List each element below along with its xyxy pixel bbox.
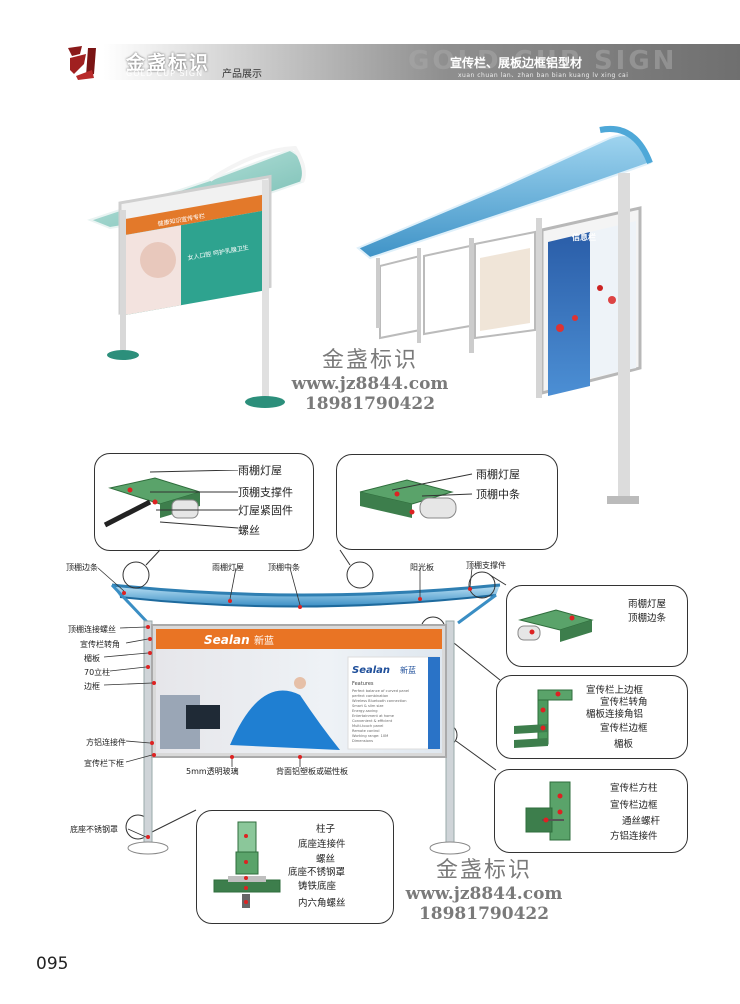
- poster-line-8: Remote control: [352, 729, 379, 733]
- header-watermark: GOLD CUP SIGN: [408, 46, 678, 76]
- callout-r2-label-1: 宣传栏转角: [600, 697, 648, 708]
- callout-tl-label-3: 螺丝: [238, 524, 260, 537]
- product-title: 宣传栏、展板边框铝型材: [450, 56, 583, 70]
- callout-tl-label-0: 雨棚灯屋: [238, 464, 282, 477]
- roof-label-4: 顶棚支撑件: [466, 561, 506, 570]
- watermark-top: 金盏标识 www.jz8844.com 18981790422: [291, 348, 449, 414]
- large-info-board-illustration: 信息栏: [356, 126, 653, 504]
- callout-b-label-5: 内六角螺丝: [298, 898, 346, 909]
- roof-label-1: 雨棚灯屋: [212, 563, 244, 572]
- callout-r3-label-1: 宣传栏边框: [610, 800, 658, 811]
- callout-r2-label-0: 宣传栏上边框: [586, 685, 644, 696]
- poster-line-5: Entertainment at home: [352, 714, 395, 718]
- roof-middle-part-icon: [359, 479, 457, 519]
- header-bar: [0, 44, 740, 80]
- callout-roof-support: [94, 453, 314, 551]
- callout-r1-label-1: 顶棚边条: [628, 613, 667, 624]
- base-part-icon: [213, 821, 281, 908]
- callout-r3-label-0: 宣传栏方柱: [610, 783, 658, 794]
- page-number: 095: [36, 954, 69, 974]
- callout-tl-label-2: 灯屋紧固件: [238, 504, 293, 517]
- diagram-brand-en: Sealan: [204, 633, 250, 647]
- poster-line-2: Wireless Bluetooth connection: [352, 699, 407, 703]
- brand-name-cn: 金盏标识: [126, 52, 211, 74]
- callout-b-label-1: 底座连接件: [298, 839, 346, 850]
- left-label-7: 底座不锈钢罩: [70, 825, 118, 834]
- callout-r3-label-3: 方铝连接件: [610, 831, 658, 842]
- left-label-0: 顶棚连接螺丝: [68, 625, 116, 634]
- section-label: 产品展示: [222, 69, 262, 80]
- poster-line-9: Working range: 10M: [352, 734, 388, 738]
- poster-brand-cn: 新蓝: [400, 665, 416, 675]
- callout-tl-label-1: 顶棚支撑件: [238, 486, 293, 499]
- roof-edge-part-icon: [517, 609, 594, 642]
- callout-b-label-3: 底座不锈钢罩: [288, 867, 346, 878]
- left-label-2: 楣板: [84, 654, 100, 663]
- square-post-part-icon: [525, 781, 571, 841]
- callout-tr-label-0: 雨棚灯屋: [476, 468, 520, 481]
- board-frame-part-icon: [514, 689, 573, 748]
- callout-r2-label-4: 楣板: [614, 739, 634, 750]
- callout-b-label-2: 螺丝: [316, 854, 336, 865]
- brand-name-en: GOLD CUP SIGN: [126, 69, 204, 78]
- gold-cup-logo-icon: [64, 42, 102, 80]
- callout-tr-leaders: [392, 473, 473, 497]
- poster-heading: Features: [352, 681, 374, 687]
- bottom-label-0: 5mm透明玻璃: [186, 767, 239, 776]
- callout-r2-label-3: 宣传栏边框: [600, 723, 648, 734]
- callout-b-label-4: 铸铁底座: [298, 881, 337, 892]
- poster-line-3: Smart & slim size: [352, 704, 384, 708]
- left-label-4: 边框: [84, 682, 100, 691]
- callout-r3-label-2: 通丝螺杆: [622, 816, 661, 827]
- poster-line-1: perfect combination: [352, 694, 388, 698]
- callout-base: [196, 810, 394, 924]
- callout-tl-leaders: [150, 470, 239, 529]
- bottom-label-1: 背面铝塑板或磁性板: [276, 767, 348, 776]
- diagram-brand-cn: 新蓝: [254, 634, 274, 647]
- product-pinyin: xuan chuan lan、zhan ban bian kuang lv xi…: [458, 72, 629, 79]
- callout-r1-label-0: 雨棚灯屋: [628, 599, 667, 610]
- left-label-5: 方铝连接件: [86, 738, 126, 747]
- structure-diagram: Sealan 新蓝 Sealan 新蓝 Features Perfect bal…: [97, 549, 507, 855]
- left-label-3: 70立柱: [84, 668, 111, 677]
- callout-r2-label-2: 楣板连接角铝: [586, 709, 644, 720]
- roof-label-2: 顶棚中条: [268, 563, 300, 572]
- left-label-6: 宣传栏下框: [84, 759, 124, 768]
- right-board-title: 信息栏: [572, 232, 596, 242]
- callout-b-label-0: 柱子: [316, 824, 336, 835]
- left-label-1: 宣传栏转角: [80, 640, 120, 649]
- watermark-bottom: 金盏标识 www.jz8844.com 18981790422: [405, 858, 563, 924]
- poster-line-7: Multi-touch panel: [352, 724, 383, 728]
- poster-line-6: Convenient & efficient: [352, 719, 393, 723]
- roof-label-3: 阳光板: [410, 563, 434, 572]
- small-display-board-illustration: 健康知识宣传专栏 女人口腔 呵护乳腺卫生: [87, 145, 306, 408]
- callout-tr-label-1: 顶棚中条: [476, 488, 520, 501]
- poster-line-0: Perfect balance of curved panel: [352, 689, 409, 693]
- poster-brand-en: Sealan: [352, 665, 390, 676]
- poster-line-4: Energy-saving: [352, 709, 378, 713]
- poster-line-10: Dimensions: [352, 739, 373, 743]
- roof-label-0: 顶棚边条: [66, 563, 98, 572]
